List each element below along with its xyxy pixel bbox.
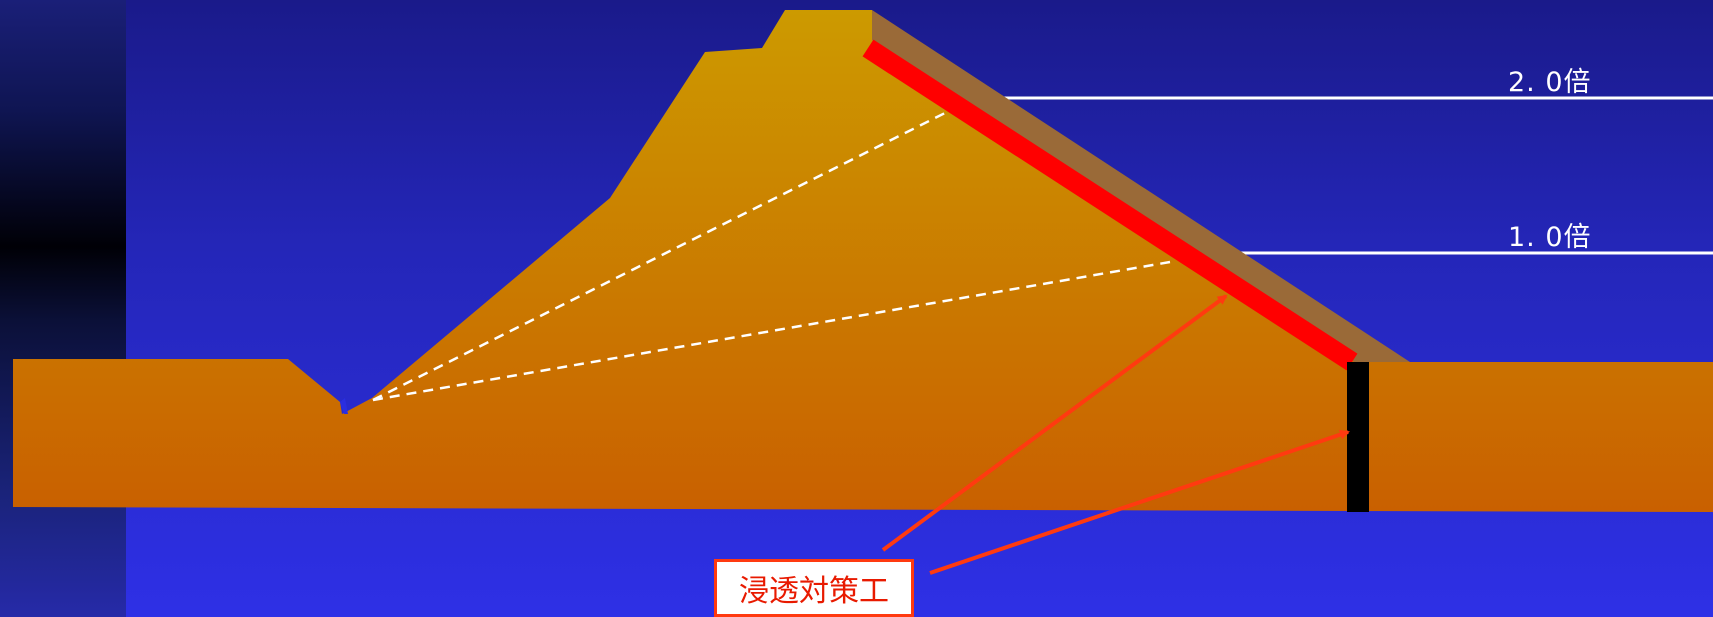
impermeable-facing [862, 39, 1358, 371]
countermeasure-label: 浸透対策工 [714, 559, 914, 617]
cutoff-wall [1347, 362, 1369, 512]
level-label-2x: 2. 0倍 [1508, 67, 1592, 98]
embankment-body [13, 10, 1713, 512]
level-label-1x: 1. 0倍 [1508, 222, 1592, 253]
slope-cover-layer [862, 10, 1410, 362]
arrow-to-cutoff-wall [929, 429, 1350, 575]
left-dark-band [0, 0, 126, 617]
seepage-line-upper [372, 111, 946, 402]
landside-ditch [340, 398, 348, 414]
arrow-to-facing [881, 294, 1228, 552]
